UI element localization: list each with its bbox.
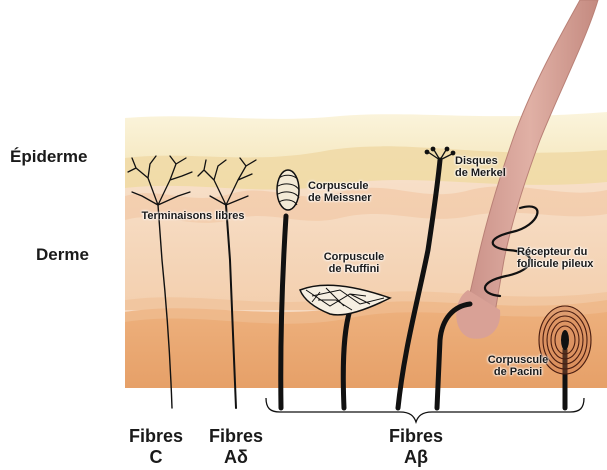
a-delta-fibers-label-line1: Fibres — [202, 426, 270, 447]
ruffini-label-line1: Corpuscule — [316, 251, 392, 263]
meissner-label-line1: Corpuscule — [308, 180, 372, 192]
a-beta-fibers-label-line2: Aβ — [380, 447, 452, 468]
a-beta-fibers-label-line1: Fibres — [380, 426, 452, 447]
a-delta-fibers-label-line2: Aδ — [202, 447, 270, 468]
a-beta-bracket — [266, 398, 584, 422]
c-fibers-label: Fibres C — [124, 426, 188, 467]
epidermis-label: Épiderme — [10, 148, 87, 167]
c-fibers-label-line1: Fibres — [124, 426, 188, 447]
ruffini-label-line2: de Ruffini — [316, 263, 392, 275]
ruffini-label: Corpuscule de Ruffini — [316, 251, 392, 275]
hair-follicle-label-line2: follicule pileux — [517, 258, 607, 270]
meissner-label: Corpuscule de Meissner — [308, 180, 372, 204]
hair-follicle-label-line1: Récepteur du — [517, 246, 607, 258]
free-endings-label: Terminaisons libres — [128, 210, 258, 222]
pacini-label-line1: Corpuscule — [478, 354, 558, 366]
meissner-label-line2: de Meissner — [308, 192, 372, 204]
a-delta-fibers-label: Fibres Aδ — [202, 426, 270, 467]
merkel-label-line1: Disques — [455, 155, 506, 167]
pacini-core — [561, 330, 569, 350]
merkel-label: Disques de Merkel — [455, 155, 506, 179]
c-fibers-label-line2: C — [124, 447, 188, 468]
a-beta-fibers-label: Fibres Aβ — [380, 426, 452, 467]
pacini-label: Corpuscule de Pacini — [478, 354, 558, 378]
merkel-label-line2: de Merkel — [455, 167, 506, 179]
dermis-label: Derme — [36, 246, 89, 265]
hair-follicle-label: Récepteur du follicule pileux — [517, 246, 607, 270]
pacini-label-line2: de Pacini — [478, 366, 558, 378]
